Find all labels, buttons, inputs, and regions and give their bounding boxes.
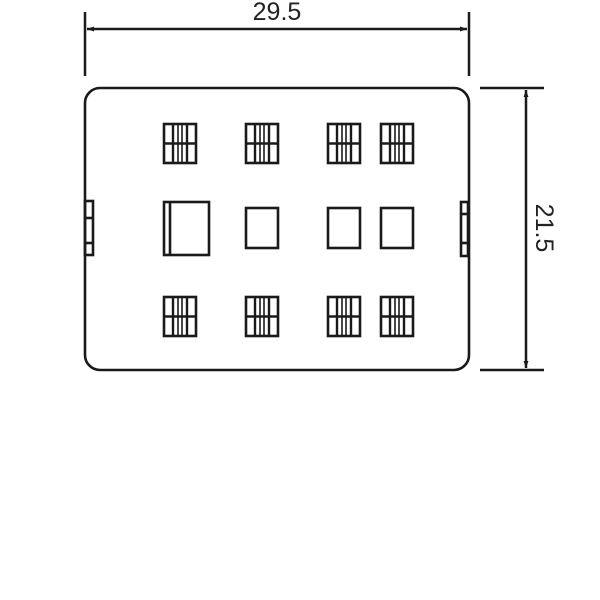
pin-contact xyxy=(379,122,415,165)
height-label: 21.5 xyxy=(530,204,558,253)
left-side-tab xyxy=(83,199,95,257)
terminal-slot xyxy=(244,206,280,250)
pin-contact xyxy=(326,122,362,165)
pin-contact xyxy=(162,295,198,338)
main-terminal-slot xyxy=(162,200,211,257)
width-label: 29.5 xyxy=(253,0,302,26)
pin-contact xyxy=(244,295,280,338)
right-side-tab xyxy=(459,200,470,258)
pin-contact xyxy=(244,122,280,165)
pin-contact xyxy=(326,295,362,338)
width-dimension xyxy=(83,12,471,76)
pin-contact xyxy=(379,295,415,338)
height-dimension xyxy=(480,86,544,372)
terminal-slot xyxy=(379,206,415,250)
pin-contact xyxy=(162,122,198,165)
terminal-slot xyxy=(326,206,362,250)
